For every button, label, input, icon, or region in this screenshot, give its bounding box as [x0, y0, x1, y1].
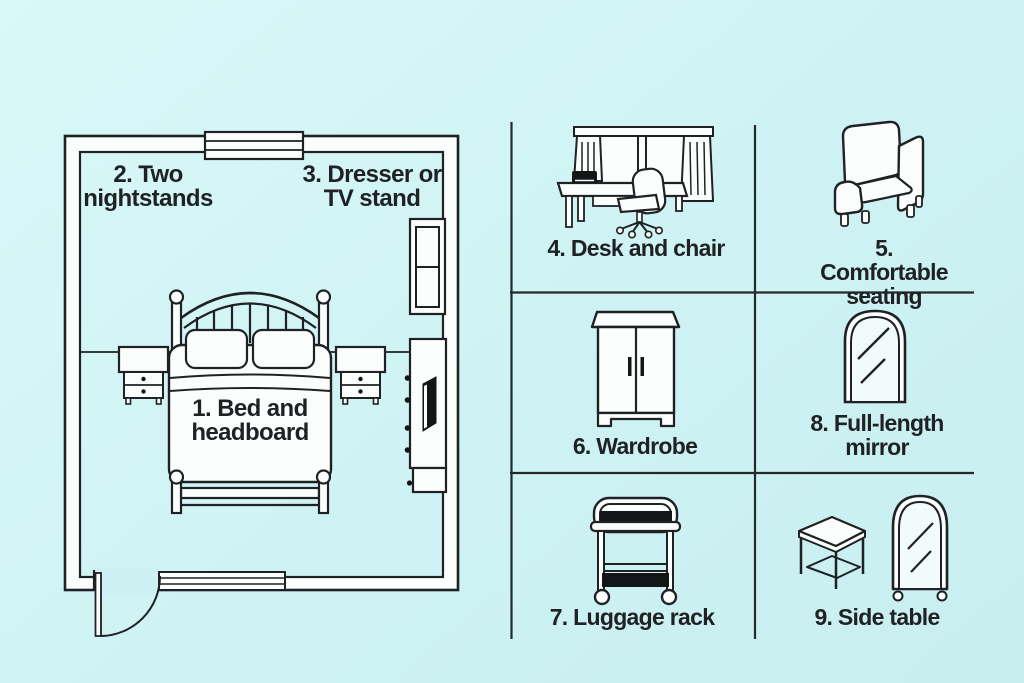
- floor-plan: [63, 130, 460, 637]
- wardrobe-icon: [590, 310, 681, 428]
- bed-shape: [167, 289, 333, 515]
- luggage-rack-icon: [589, 496, 682, 606]
- legend-label-comfortable-seating: 5. Comfortable seating: [820, 235, 948, 309]
- nightstand-right-shape: [334, 345, 387, 405]
- legend-label-wardrobe: 6. Wardrobe: [572, 433, 698, 459]
- dresser-tv-stand-shape: [404, 337, 448, 494]
- window-symbol-bottom: [158, 571, 286, 591]
- desk-and-chair-icon: [556, 126, 715, 239]
- floorplan-label-nightstands: 2. Two nightstands: [83, 161, 213, 212]
- full-length-mirror-icon: [843, 309, 907, 404]
- nightstand-left-shape: [117, 345, 170, 405]
- legend-grid-lines: [510, 122, 974, 639]
- armchair-icon: [833, 120, 925, 227]
- wall-shelf-shape: [408, 217, 447, 316]
- legend-label-luggage-rack: 7. Luggage rack: [549, 604, 715, 630]
- legend-label-side-table: 9. Side table: [814, 604, 940, 630]
- window-symbol-top: [203, 130, 305, 161]
- legend-label-full-length-mirror: 8. Full-length mirror: [810, 410, 944, 460]
- floorplan-label-bed: 1. Bed and headboard: [191, 395, 309, 446]
- side-table-and-mirror-icon: [797, 494, 949, 602]
- door-swing: [94, 572, 161, 637]
- legend-label-desk-and-chair: 4. Desk and chair: [547, 235, 725, 261]
- floorplan-label-dresser: 3. Dresser or TV stand: [302, 161, 443, 212]
